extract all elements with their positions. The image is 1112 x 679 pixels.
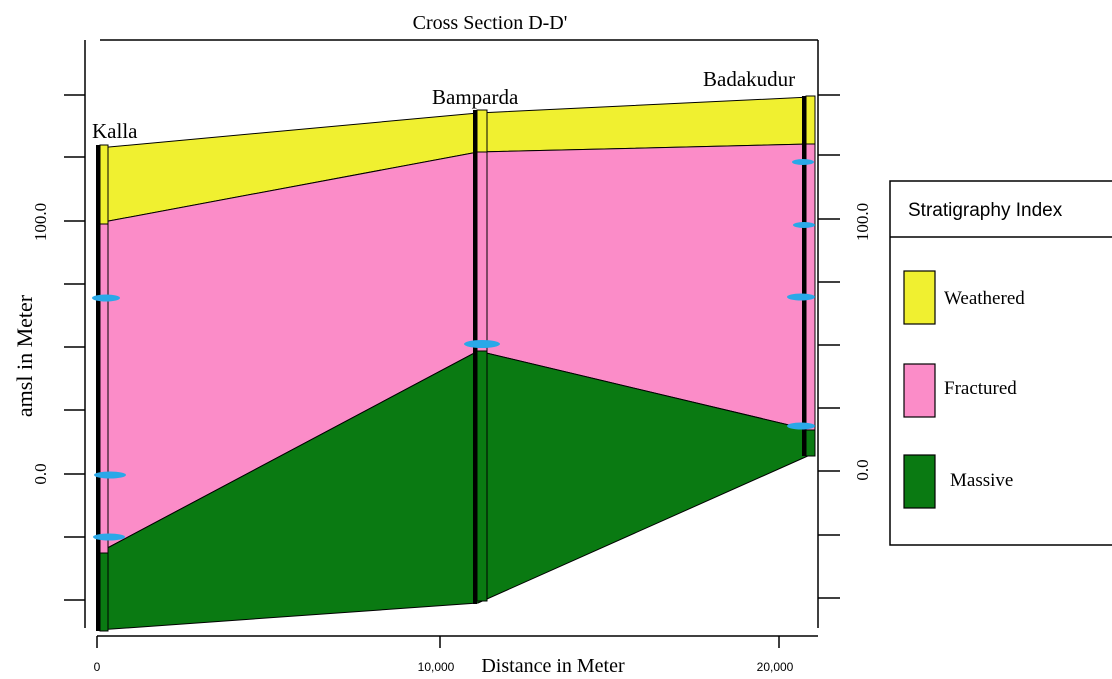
well-column-weathered: [805, 95, 816, 145]
x-tick-label-10000: 10,000: [418, 660, 455, 674]
left-tick-label-100: 100.0: [31, 203, 50, 241]
legend-label-fractured: Fractured: [944, 378, 1017, 399]
water-level-marker: [787, 422, 815, 430]
legend-swatch-weathered: [903, 270, 936, 325]
stratigraphy-legend: Stratigraphy Index Weathered Fractured M…: [889, 180, 1112, 546]
well-bamparda: Bamparda: [432, 85, 519, 604]
x-axis-label: Distance in Meter: [481, 655, 625, 677]
well-column-weathered: [476, 109, 488, 153]
well-column-massive: [805, 429, 816, 457]
x-axis: 0 10,000 20,000 Distance in Meter: [94, 635, 818, 677]
water-level-marker: [94, 471, 126, 479]
well-badakudur: Badakudur: [703, 67, 816, 457]
water-level-marker: [787, 293, 815, 301]
well-column-fractured: [476, 151, 488, 352]
left-axis: 100.0 0.0 amsl in Meter: [12, 40, 86, 628]
well-label-bamparda: Bamparda: [432, 85, 519, 109]
x-tick-label-0: 0: [94, 660, 101, 674]
well-column-weathered: [99, 144, 109, 225]
water-level-marker: [792, 159, 814, 165]
water-level-markers: [92, 159, 815, 541]
diagram-title: Cross Section D-D': [413, 12, 568, 34]
left-tick-label-0: 0.0: [31, 463, 50, 484]
well-casing: [96, 145, 100, 631]
well-casing: [473, 110, 477, 604]
stratigraphy-layers: [97, 96, 811, 631]
right-tick-label-0: 0.0: [853, 459, 872, 480]
well-casing: [802, 96, 806, 456]
legend-label-weathered: Weathered: [944, 288, 1025, 309]
well-label-kalla: Kalla: [92, 119, 138, 143]
well-kalla: Kalla: [92, 119, 138, 632]
water-level-marker: [464, 340, 500, 348]
x-tick-label-20000: 20,000: [757, 660, 794, 674]
well-column-fractured: [99, 223, 109, 554]
legend-label-massive: Massive: [950, 470, 1013, 491]
well-column-massive: [99, 552, 109, 632]
right-axis: 100.0 0.0: [817, 40, 872, 628]
legend-swatch-fractured: [903, 363, 936, 418]
water-level-marker: [92, 294, 120, 302]
legend-swatch-massive: [903, 454, 936, 509]
well-column-fractured: [805, 143, 816, 431]
water-level-marker: [93, 533, 125, 541]
water-level-marker: [793, 222, 815, 228]
well-label-badakudur: Badakudur: [703, 67, 795, 91]
well-column-massive: [476, 350, 488, 602]
y-axis-label: amsl in Meter: [12, 294, 37, 417]
legend-title: Stratigraphy Index: [908, 200, 1063, 221]
right-tick-label-100: 100.0: [853, 203, 872, 241]
